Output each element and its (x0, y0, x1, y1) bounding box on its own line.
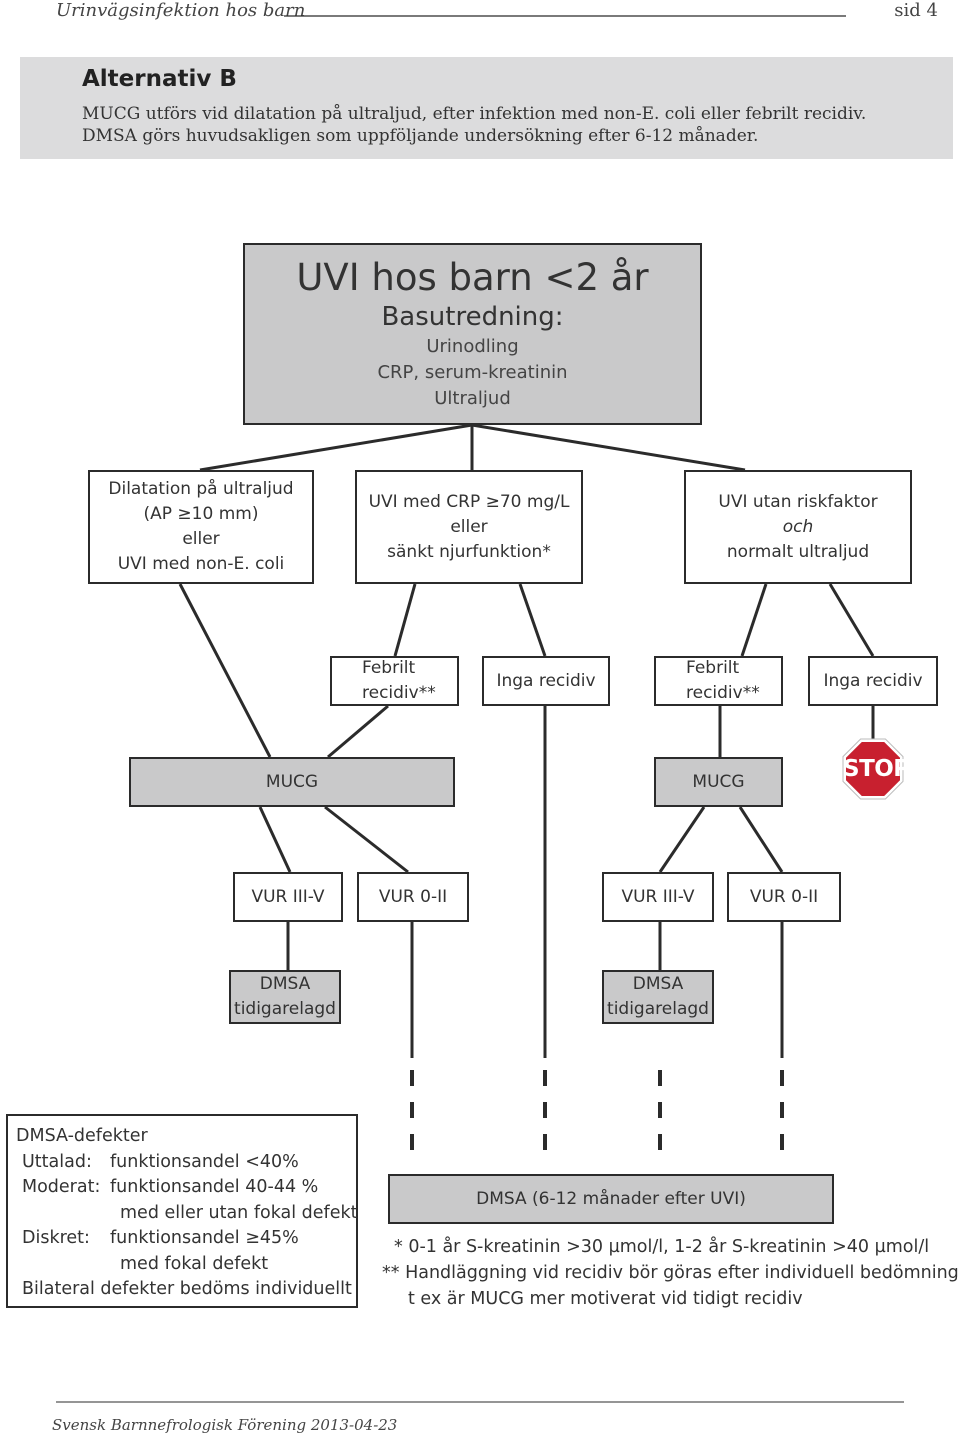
legend-row: Uttalad:funktionsandel <40% (22, 1151, 299, 1172)
root-title: UVI hos barn <2 år (296, 256, 649, 299)
line-mucg2-vur-high (658, 806, 706, 873)
footnotes: * 0-1 år S-kreatinin >30 µmol/l, 1-2 år … (382, 1234, 960, 1312)
febrile-line: recidiv** (686, 683, 760, 703)
branch-box-crp: UVI med CRP ≥70 mg/L eller sänkt njurfun… (355, 470, 583, 584)
line-mid-febrile (393, 583, 417, 657)
branch-line: UVI med CRP ≥70 mg/L (368, 492, 570, 512)
no-recidiv-box-1: Inga recidiv (482, 656, 610, 706)
dmsa-followup-box: DMSA (6-12 månader efter UVI) (388, 1174, 834, 1224)
febrile-recidiv-box-1: Febrilt recidiv** (330, 656, 459, 706)
branch-line: och (782, 517, 814, 537)
line-root-left (199, 423, 473, 472)
alternative-description: MUCG utförs vid dilatation på ultraljud,… (82, 103, 866, 147)
legend-row: med fokal defekt (120, 1253, 269, 1274)
branch-line: normalt ultraljud (726, 542, 870, 562)
line-root-right (471, 423, 746, 472)
mucg-label: MUCG (692, 771, 745, 792)
root-subtitle: Basutredning: (381, 302, 564, 332)
line-mid-none (518, 583, 547, 657)
dmsa-line: tidigarelagd (234, 999, 336, 1019)
febrile-recidiv-box-2: Febrilt recidiv** (654, 656, 783, 706)
vur-low-box-2: VUR 0-II (727, 872, 841, 922)
legend-row: Moderat:funktionsandel 40-44 % (22, 1177, 319, 1197)
mucg-box-2: MUCG (654, 757, 783, 807)
branch-line: eller (450, 517, 488, 537)
alternative-title: Alternativ B (82, 66, 237, 92)
root-item: Ultraljud (434, 388, 511, 409)
line-febrile-mucg1 (327, 704, 389, 759)
vur-high-label: VUR III-V (621, 886, 695, 907)
footnote-1: * 0-1 år S-kreatinin >30 µmol/l, 1-2 år … (394, 1237, 930, 1257)
branch-box-dilatation: Dilatation på ultraljud (AP ≥10 mm) elle… (88, 470, 314, 584)
dmsa-followup-label: DMSA (6-12 månader efter UVI) (476, 1188, 746, 1209)
alternative-line-2: DMSA görs huvudsakligen som uppföljande … (82, 126, 759, 146)
branch-line: (AP ≥10 mm) (143, 504, 259, 524)
branch-line: sänkt njurfunktion* (387, 542, 551, 562)
no-recidiv-label: Inga recidiv (823, 670, 923, 691)
line-right-none (828, 583, 875, 657)
root-item: CRP, serum-kreatinin (377, 362, 568, 383)
root-box: UVI hos barn <2 år Basutredning: Urinodl… (243, 243, 702, 425)
mucg-box-1: MUCG (129, 757, 455, 807)
line-mucg1-vur-low (324, 805, 409, 874)
vur-high-box-1: VUR III-V (233, 872, 343, 922)
legend-last-row: Bilateral defekter bedöms individuellt (22, 1279, 352, 1299)
dmsa-line: DMSA (632, 974, 684, 994)
branch-line: UVI med non-E. coli (117, 554, 285, 574)
dmsa-early-box-1: DMSA tidigarelagd (229, 970, 341, 1024)
alternative-line-1: MUCG utförs vid dilatation på ultraljud,… (82, 104, 867, 124)
line-mucg2-vur-low (738, 806, 784, 873)
branch-line: Dilatation på ultraljud (108, 479, 294, 499)
legend-row: Diskret:funktionsandel ≥45% (22, 1228, 299, 1248)
no-recidiv-label: Inga recidiv (496, 670, 596, 691)
stop-sign (842, 738, 904, 800)
footer-text: Svensk Barnnefrologisk Förening 2013-04-… (52, 1416, 398, 1434)
dmsa-line: DMSA (259, 974, 311, 994)
document-title: Urinvägsinfektion hos barn (56, 0, 306, 21)
no-recidiv-box-2: Inga recidiv (808, 656, 938, 706)
alternative-panel (20, 57, 953, 159)
vur-high-label: VUR III-V (251, 886, 325, 907)
vur-high-box-2: VUR III-V (602, 872, 714, 922)
footnote-3: t ex är MUCG mer motiverat vid tidigt re… (408, 1289, 803, 1309)
legend-row: med eller utan fokal defekt (120, 1202, 358, 1223)
dmsa-early-box-2: DMSA tidigarelagd (602, 970, 714, 1024)
stop-label: STOP (843, 756, 910, 782)
line-mucg1-vur-high (258, 806, 292, 873)
legend-title: DMSA-defekter (16, 1126, 148, 1146)
root-item: Urinodling (426, 336, 519, 357)
vur-low-box-1: VUR 0-II (357, 872, 469, 922)
dmsa-defects-legend: DMSA-defekter Uttalad:funktionsandel <40… (6, 1114, 358, 1308)
vur-low-label: VUR 0-II (749, 886, 819, 907)
febrile-line: recidiv** (362, 683, 436, 703)
mucg-label: MUCG (265, 771, 319, 792)
branch-line: eller (182, 529, 220, 549)
febrile-line: Febrilt (686, 658, 740, 678)
line-left-mucg (178, 583, 272, 758)
line-right-febrile (740, 583, 768, 657)
dmsa-line: tidigarelagd (607, 999, 709, 1019)
branch-box-no-risk: UVI utan riskfaktor och normalt ultralju… (684, 470, 912, 584)
footnote-2: ** Handläggning vid recidiv bör göras ef… (382, 1263, 960, 1283)
page-number: sid 4 (894, 0, 938, 21)
branch-line: UVI utan riskfaktor (718, 492, 878, 512)
febrile-line: Febrilt (362, 658, 416, 678)
vur-low-label: VUR 0-II (378, 886, 448, 907)
